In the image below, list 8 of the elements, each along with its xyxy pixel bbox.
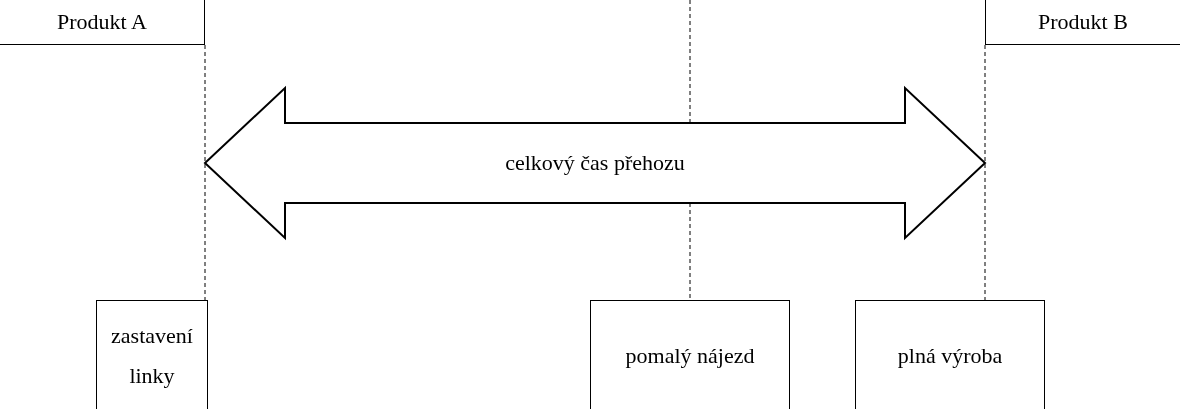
dashed-line	[984, 44, 986, 301]
text-box: Produkt A	[0, 0, 205, 45]
text-box: Produkt B	[985, 0, 1180, 45]
dashed-line	[204, 44, 206, 301]
text-box: pomalý nájezd	[590, 300, 790, 409]
text-box: plná výroba	[855, 300, 1045, 409]
arrow-label: celkový čas přehozu	[505, 149, 685, 177]
text-box: zastavení linky	[96, 300, 208, 409]
